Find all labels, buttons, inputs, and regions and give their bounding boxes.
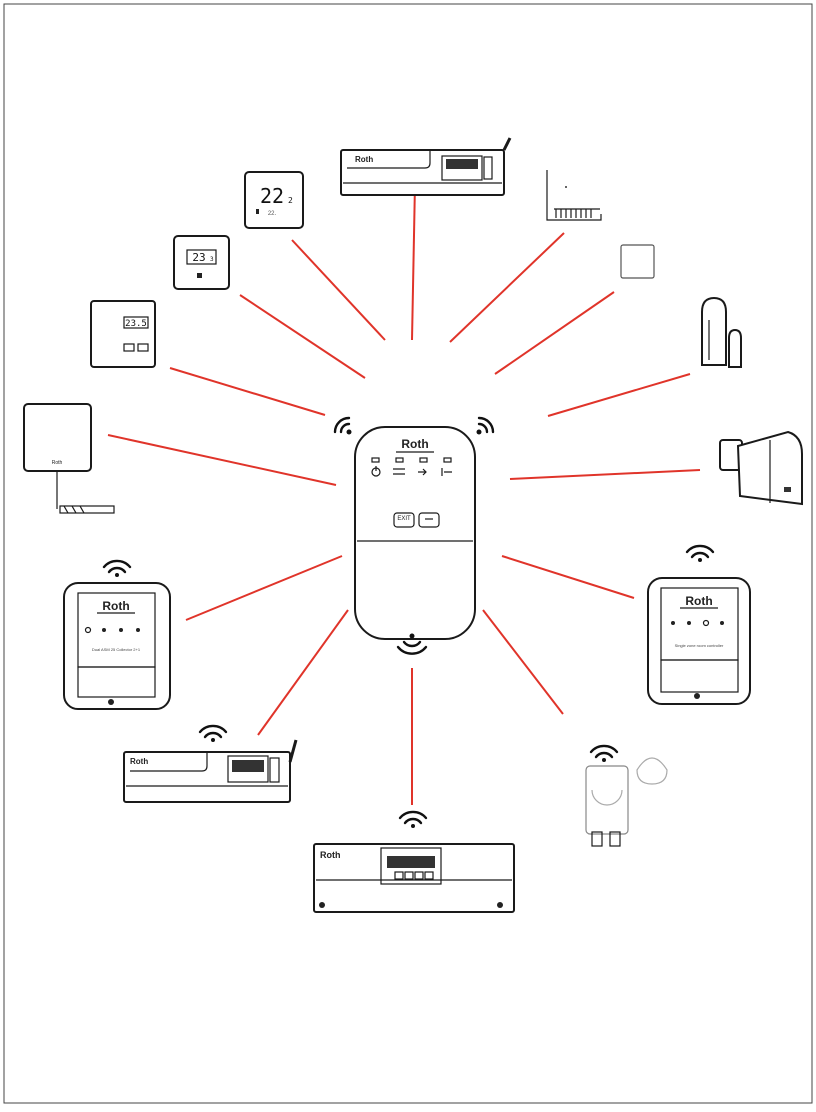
bottom-controller-lcd — [387, 856, 435, 868]
line-medium-thermostat — [239, 294, 366, 379]
battery-icon — [256, 209, 259, 214]
big-thermostat: 22 2 22. — [244, 171, 304, 229]
medium-thermostat-display: 23 — [192, 251, 205, 264]
big-thermostat-setpoint: 22. — [268, 211, 277, 217]
lower-controller-lcd — [232, 760, 264, 772]
radiator-logo-icon — [784, 487, 791, 492]
line-receiver — [449, 232, 565, 343]
hub-signal-right-icon — [476, 416, 495, 435]
top-controller-lcd — [446, 159, 478, 169]
pair-button[interactable] — [418, 512, 440, 528]
top-wide-controller: Roth — [340, 137, 512, 196]
medium-thermostat-button — [197, 273, 202, 278]
line-lower-left-controller — [257, 609, 349, 736]
line-window-sensor — [547, 373, 691, 417]
line-small-thermostat — [169, 367, 326, 416]
line-plug — [482, 609, 564, 715]
login-icon — [418, 468, 427, 476]
square-sensor — [620, 244, 655, 279]
connection-lines — [107, 182, 701, 805]
window-contact-sensor — [701, 296, 742, 368]
line-single-controller — [501, 555, 635, 599]
logout-icon — [441, 468, 452, 476]
hub-status-leds — [371, 457, 452, 463]
antenna-icon — [502, 137, 512, 151]
single-controller-label: Single zone room controller — [675, 643, 724, 648]
plug-socket-back — [636, 757, 668, 785]
line-big-thermostat — [291, 239, 386, 341]
exit-button[interactable] — [393, 512, 415, 528]
antenna-icon-2 — [288, 739, 298, 763]
bottom-wide-controller: Roth — [313, 810, 515, 913]
small-thermostat-display: 23.5 — [125, 319, 147, 329]
big-thermostat-decimal: 2 — [288, 196, 293, 205]
lower-left-wide-controller: Roth — [123, 724, 298, 803]
line-dual-controller — [185, 555, 343, 621]
hub-logo: Roth — [401, 437, 428, 451]
sensor-panel-logo: Roth — [52, 460, 63, 466]
central-hub: Roth EXIT — [354, 426, 476, 640]
sensor-panel: Roth — [23, 403, 115, 514]
line-top-controller — [411, 182, 416, 341]
small-thermostat: 23.5 — [90, 300, 156, 368]
single-controller-logo: Roth — [685, 594, 712, 608]
transfer-icon — [393, 468, 405, 475]
medium-thermostat: 23 3 — [173, 235, 230, 290]
dual-controller-label: Dual ASM 25 Collector 2+1 — [92, 647, 141, 652]
medium-thermostat-decimal: 3 — [210, 256, 214, 263]
line-square-sensor — [494, 291, 615, 375]
top-controller-logo: Roth — [355, 155, 373, 164]
dual-zone-controller: Roth Dual ASM 25 Collector 2+1 — [63, 559, 171, 710]
plug-socket-device — [585, 744, 668, 847]
page-border — [3, 3, 813, 1104]
bottom-controller-logo: Roth — [320, 850, 341, 860]
hub-signal-left-icon — [333, 416, 352, 435]
radiator-actuator — [719, 430, 803, 506]
line-radiator-head — [509, 469, 701, 480]
wall-receiver — [546, 170, 602, 221]
line-sensor-panel — [107, 434, 337, 486]
lower-controller-logo: Roth — [130, 757, 148, 766]
exit-label: EXIT — [397, 516, 411, 522]
hub-signal-bottom-icon — [396, 633, 428, 655]
dual-controller-logo: Roth — [102, 599, 129, 613]
single-zone-controller: Roth Single zone room controller — [647, 544, 751, 705]
big-thermostat-display: 22 — [260, 184, 284, 208]
